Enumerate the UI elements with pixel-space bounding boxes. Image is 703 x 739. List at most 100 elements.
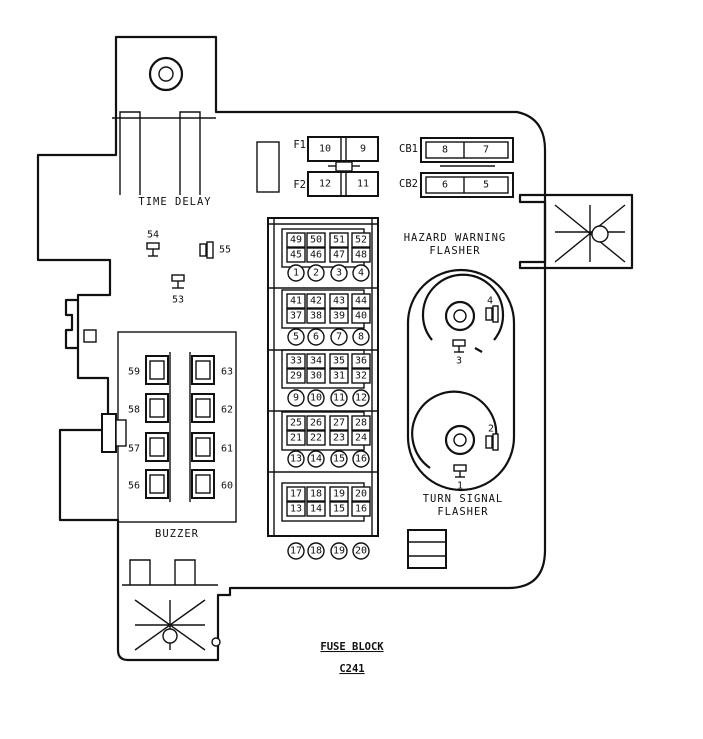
terminal-55-label: 55 <box>219 245 231 256</box>
terminal-circle-label: 9 <box>293 393 299 404</box>
cavity-label: 34 <box>310 356 322 367</box>
cavity-cell <box>286 486 306 502</box>
cavity-label: 38 <box>310 311 322 322</box>
terminal-60-label: 60 <box>221 481 233 492</box>
cavity-cell <box>329 308 349 324</box>
terminal-54-label: 54 <box>147 230 159 241</box>
cavity-label: 45 <box>290 250 302 261</box>
terminal-circle <box>330 328 348 346</box>
cavity-label: 30 <box>310 371 322 382</box>
cavity-label: 17 <box>290 489 302 500</box>
cavity-cell <box>286 232 306 248</box>
flasher-terminal-2: 2 <box>485 424 499 451</box>
terminal-circle <box>330 389 348 407</box>
terminal-circle-label: 11 <box>333 393 345 404</box>
terminal-circle-label: 2 <box>313 268 319 279</box>
terminal-circle-label: 4 <box>358 268 364 279</box>
cavity-cell <box>306 501 326 517</box>
cavity-cell <box>351 247 371 263</box>
fuse-f1-right: 9 <box>360 144 366 155</box>
terminal-57-label: 57 <box>128 444 140 455</box>
cavity-label: 52 <box>355 235 367 246</box>
cavity-cell <box>329 430 349 446</box>
mounting-bracket-right <box>554 204 626 263</box>
side-clip <box>101 413 117 453</box>
terminal-59-label: 59 <box>128 367 140 378</box>
buzzer-panel: 59 58 57 56 63 62 61 60 BUZZER <box>101 331 237 540</box>
terminal-circle-label: 14 <box>310 454 322 465</box>
cavity-cell <box>329 415 349 431</box>
cavity-cell <box>286 501 306 517</box>
cavity-cell <box>329 353 349 369</box>
terminal-58-label: 58 <box>128 405 140 416</box>
relay-socket-56 <box>145 469 169 499</box>
flasher-terminal-1: 1 <box>453 464 467 492</box>
svg-text:4: 4 <box>487 296 493 307</box>
terminal-circle <box>287 450 305 468</box>
turn-signal-flasher-socket <box>411 390 498 469</box>
fuse-block-outline <box>36 35 634 662</box>
terminal-circle-label: 20 <box>355 546 367 557</box>
terminal-circle <box>307 328 325 346</box>
cavity-label: 18 <box>310 489 322 500</box>
cavity-cell <box>351 486 371 502</box>
cb2-label: CB2 <box>399 178 418 190</box>
terminal-56-label: 56 <box>128 481 140 492</box>
terminal-circle <box>330 264 348 282</box>
cavity-cell <box>329 232 349 248</box>
cavity-label: 20 <box>355 489 367 500</box>
cavity-label: 26 <box>310 418 322 429</box>
cavity-label: 19 <box>333 489 345 500</box>
flasher-terminal-4: 4 <box>485 296 499 323</box>
fuse-f1 <box>307 136 379 162</box>
cavity-label: 47 <box>333 250 345 261</box>
cavity-label: 28 <box>355 418 367 429</box>
cavity-label: 21 <box>290 433 302 444</box>
hazard-label-line2: FLASHER <box>429 245 480 257</box>
cavity-label: 13 <box>290 504 302 515</box>
cavity-cell <box>306 308 326 324</box>
relay-socket-60 <box>191 469 215 499</box>
cavity-label: 37 <box>290 311 302 322</box>
fuse-jumper <box>335 161 353 172</box>
flasher-housing <box>406 268 516 492</box>
terminal-circle <box>307 264 325 282</box>
time-delay-label: TIME DELAY <box>138 196 211 208</box>
cavity-cell <box>306 353 326 369</box>
relay-socket-63 <box>191 355 215 385</box>
cavity-label: 39 <box>333 311 345 322</box>
cavity-label: 35 <box>333 356 345 367</box>
mounting-hole-top <box>148 56 184 92</box>
cavity-label: 33 <box>290 356 302 367</box>
cavity-cell <box>286 353 306 369</box>
cavity-label: 31 <box>333 371 345 382</box>
cavity-label: 16 <box>355 504 367 515</box>
cavity-label: 32 <box>355 371 367 382</box>
cb2-right: 5 <box>483 180 489 191</box>
cavity-cell <box>306 415 326 431</box>
turn-signal-label-line1: TURN SIGNAL <box>423 493 504 505</box>
connector-id: C241 <box>339 663 364 675</box>
terminal-circle <box>287 264 305 282</box>
spare-fuse <box>256 141 280 193</box>
diagram-title: FUSE BLOCK <box>320 641 384 653</box>
terminal-circle <box>330 450 348 468</box>
terminal-53 <box>171 274 185 282</box>
relay-socket-61 <box>191 432 215 462</box>
terminal-63-label: 63 <box>221 367 233 378</box>
cavity-cell <box>306 486 326 502</box>
terminal-circle <box>287 328 305 346</box>
buzzer-label: BUZZER <box>155 528 199 540</box>
terminals-53-55: 54 55 53 <box>146 230 231 306</box>
cavity-cell <box>351 232 371 248</box>
fuse-area: F1 F2 10 9 12 11 CB1 CB2 8 7 6 5 <box>256 136 514 198</box>
cavity-cell <box>329 293 349 309</box>
terminal-circle <box>307 450 325 468</box>
terminal-circle <box>352 450 370 468</box>
terminal-circle-label: 19 <box>333 546 345 557</box>
terminal-circle-label: 10 <box>310 393 322 404</box>
mounting-bracket-bottom <box>134 599 221 651</box>
